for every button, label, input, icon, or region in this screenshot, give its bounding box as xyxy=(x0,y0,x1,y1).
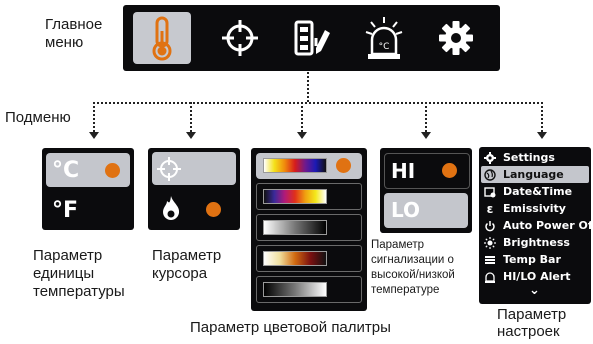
menu-item-cursor[interactable] xyxy=(211,12,269,64)
palette-hot-metal-swatch xyxy=(263,251,327,266)
temp-bar-icon xyxy=(483,253,497,267)
unit-param-line2: единицы xyxy=(33,265,95,282)
settings-param-line1: Параметр xyxy=(497,306,567,323)
flame-icon[interactable] xyxy=(161,195,181,221)
power-icon xyxy=(483,219,497,233)
palette-option-black-hot[interactable] xyxy=(256,276,362,303)
selected-indicator xyxy=(206,202,221,217)
alarm-param-line4: температуре xyxy=(371,284,440,296)
alarm-icon xyxy=(483,270,497,284)
selected-indicator xyxy=(442,163,457,178)
cursor-crosshair-option[interactable] xyxy=(152,152,236,185)
arrow-down-icon xyxy=(186,132,196,139)
main-menu-label-line2: меню xyxy=(45,34,84,51)
unit-submenu: °C °F xyxy=(42,148,134,230)
alarm-param-line2: сигнализации о xyxy=(371,254,454,266)
menu-item-alarm[interactable]: °C xyxy=(355,12,413,64)
palette-option-hot-metal[interactable] xyxy=(256,245,362,272)
palette-black-hot-swatch xyxy=(263,282,327,297)
chevron-down-icon[interactable]: ⌄ xyxy=(529,283,540,298)
cursor-param-line2: курсора xyxy=(152,265,208,282)
settings-item-auto-power-off[interactable]: Auto Power Off xyxy=(483,217,593,234)
palette-iron-swatch xyxy=(263,158,327,173)
main-menu-label: Главное меню xyxy=(45,16,102,52)
settings-param-line2: настроек xyxy=(497,323,560,340)
svg-text:°C: °C xyxy=(379,42,390,52)
settings-item-label: HI/LO Alert xyxy=(503,270,571,283)
settings-title: Settings xyxy=(483,149,555,166)
cursor-param-label: Параметр курсора xyxy=(152,247,221,283)
epsilon-icon: ε xyxy=(486,201,494,216)
cursor-param-line1: Параметр xyxy=(152,247,222,264)
arrow-down-icon xyxy=(421,132,431,139)
settings-title-text: Settings xyxy=(503,151,555,164)
alarm-lo-label: LO xyxy=(391,198,421,222)
arrow-down-icon xyxy=(537,132,547,139)
settings-item-label: Emissivity xyxy=(503,202,566,215)
calendar-clock-icon xyxy=(483,185,497,199)
palette-white-hot-swatch xyxy=(263,220,327,235)
submenu-label: Подменю xyxy=(5,109,71,126)
alarm-param-line3: высокой/низкой xyxy=(371,269,455,281)
palette-param-label: Параметр цветовой палитры xyxy=(190,319,391,336)
alarm-icon: °C xyxy=(365,17,403,59)
settings-item-label: Language xyxy=(503,168,564,181)
settings-item-hi-lo-alert[interactable]: HI/LO Alert xyxy=(483,268,571,285)
cursor-submenu xyxy=(148,148,240,230)
settings-item-label: Brightness xyxy=(503,236,570,249)
menu-item-temperature-unit[interactable] xyxy=(133,12,191,64)
gear-icon xyxy=(483,151,497,165)
palette-icon xyxy=(294,20,330,56)
main-menu-bar: °C xyxy=(123,5,500,71)
settings-submenu: Settings Language Date&Time ε Emissivity… xyxy=(479,147,593,304)
selected-indicator xyxy=(336,158,351,173)
settings-param-label: Параметр настроек xyxy=(497,306,566,340)
settings-item-label: Temp Bar xyxy=(503,253,561,266)
celsius-label: °C xyxy=(52,158,80,183)
brightness-icon xyxy=(483,236,497,250)
menu-item-palette[interactable] xyxy=(283,12,341,64)
settings-item-brightness[interactable]: Brightness xyxy=(483,234,570,251)
arrow-down-icon xyxy=(297,132,307,139)
palette-option-white-hot[interactable] xyxy=(256,214,362,241)
gear-icon xyxy=(439,21,473,55)
settings-item-label: Auto Power Off xyxy=(503,219,593,232)
unit-param-line3: температуры xyxy=(33,283,125,300)
crosshair-icon xyxy=(222,20,258,56)
alarm-hi-label: HI xyxy=(391,159,416,183)
alarm-submenu: HI LO xyxy=(380,148,472,233)
settings-item-date-time[interactable]: Date&Time xyxy=(483,183,572,200)
crosshair-icon xyxy=(157,157,181,181)
settings-item-temp-bar[interactable]: Temp Bar xyxy=(483,251,561,268)
unit-param-label: Параметр единицы температуры xyxy=(33,247,125,301)
settings-item-emissivity[interactable]: ε Emissivity xyxy=(483,200,566,217)
settings-item-label: Date&Time xyxy=(503,185,573,198)
alarm-lo-option[interactable] xyxy=(384,193,468,228)
alarm-param-label: Параметр сигнализации о высокой/низкой т… xyxy=(371,238,455,298)
palette-option-rainbow[interactable] xyxy=(256,183,362,210)
alarm-param-line1: Параметр xyxy=(371,239,425,251)
palette-submenu xyxy=(251,148,367,311)
thermometer-icon xyxy=(152,16,172,61)
main-menu-label-line1: Главное xyxy=(45,16,103,33)
unit-param-line1: Параметр xyxy=(33,247,103,264)
settings-item-language[interactable]: Language xyxy=(481,166,589,183)
selected-indicator xyxy=(105,163,120,178)
palette-rainbow-swatch xyxy=(263,189,327,204)
globe-icon xyxy=(483,168,497,182)
menu-item-settings[interactable] xyxy=(427,12,485,64)
fahrenheit-option[interactable]: °F xyxy=(52,198,79,223)
arrow-down-icon xyxy=(89,132,99,139)
